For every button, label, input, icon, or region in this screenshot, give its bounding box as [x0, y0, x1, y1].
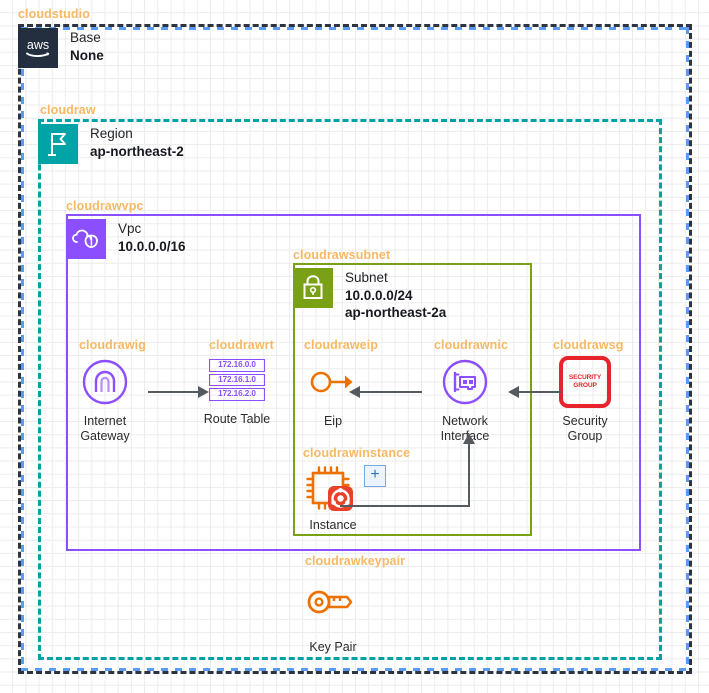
elastic-ip-caption: Eip [323, 414, 343, 428]
internet-gateway-icon [55, 356, 155, 408]
connector-igw-to-rt [148, 391, 200, 394]
header-vpc[interactable]: Vpc 10.0.0.0/16 [66, 219, 186, 259]
header-region[interactable]: Region ap-northeast-2 [38, 124, 184, 164]
node-label-cloudrawkeypair[interactable]: cloudrawkeypair [305, 554, 406, 568]
security-group-icon: SECURITY GROUP [535, 356, 635, 408]
vpc-value: 10.0.0.0/16 [118, 238, 186, 254]
add-instance-button[interactable]: + [364, 465, 386, 487]
connector-instance-to-nic-vertical [467, 443, 470, 507]
security-group-badge-line1: SECURITY [568, 373, 602, 381]
node-elastic-ip[interactable]: Eip [283, 356, 383, 429]
arrowhead-instance-to-nic [462, 433, 475, 444]
group-label-cloudraw[interactable]: cloudraw [40, 103, 96, 117]
group-label-cloudrawsubnet[interactable]: cloudrawsubnet [293, 248, 391, 262]
security-group-badge-line2: GROUP [573, 382, 597, 389]
route-entry: 172.16.2.0 [209, 388, 265, 402]
node-network-interface[interactable]: Network Interface [415, 356, 515, 444]
node-key-pair[interactable]: Key Pair [283, 576, 383, 655]
base-title: Base [70, 30, 101, 45]
group-box-cloudrawvpc[interactable] [66, 214, 641, 551]
elastic-ip-icon [283, 356, 383, 408]
region-title: Region [90, 126, 133, 141]
connector-instance-to-nic-horizontal [340, 505, 470, 508]
vpc-title: Vpc [118, 221, 142, 236]
subnet-title: Subnet [345, 270, 388, 285]
aws-logo-icon: aws [18, 28, 58, 68]
region-value: ap-northeast-2 [90, 143, 184, 159]
node-security-group[interactable]: SECURITY GROUP Security Group [535, 356, 635, 444]
group-box-cloudraw[interactable] [38, 119, 662, 660]
route-entry: 172.16.1.0 [209, 373, 265, 387]
region-flag-icon [38, 124, 78, 164]
header-subnet[interactable]: Subnet 10.0.0.0/24 ap-northeast-2a [293, 268, 446, 322]
internet-gateway-caption: Internet Gateway [80, 414, 130, 443]
vpc-cloud-icon [66, 219, 106, 259]
arrowhead-igw-to-rt [198, 386, 209, 399]
node-label-cloudraweip[interactable]: cloudraweip [304, 338, 379, 352]
group-label-cloudstudio[interactable]: cloudstudio [18, 7, 90, 21]
node-label-cloudrawsg[interactable]: cloudrawsg [553, 338, 624, 352]
group-box-cloudrawsubnet[interactable] [293, 263, 532, 536]
group-box-cloudstudio[interactable] [18, 24, 692, 674]
svg-text:aws: aws [27, 38, 49, 52]
node-label-cloudrawig[interactable]: cloudrawig [79, 338, 146, 352]
subnet-az: ap-northeast-2a [345, 305, 447, 321]
security-group-caption: Security Group [562, 414, 608, 443]
node-label-cloudrawinstance[interactable]: cloudrawinstance [303, 446, 411, 460]
arrowhead-nic-to-eip [349, 386, 360, 399]
node-label-cloudrawnic[interactable]: cloudrawnic [434, 338, 509, 352]
route-table-caption: Route Table [203, 412, 271, 426]
node-route-table[interactable]: 172.16.0.0 172.16.1.0 172.16.2.0 Route T… [187, 354, 287, 427]
arrowhead-sg-to-nic [508, 386, 519, 399]
connector-nic-to-eip [360, 391, 422, 394]
route-table-icon: 172.16.0.0 172.16.1.0 172.16.2.0 [187, 354, 287, 406]
group-label-cloudrawvpc[interactable]: cloudrawvpc [66, 199, 144, 213]
key-pair-caption: Key Pair [309, 640, 357, 654]
instance-caption: Instance [309, 518, 357, 532]
subnet-value: 10.0.0.0/24 [345, 287, 413, 303]
subnet-lock-icon [293, 268, 333, 308]
node-internet-gateway[interactable]: Internet Gateway [55, 356, 155, 444]
connector-sg-to-nic [519, 391, 561, 394]
base-value: None [70, 47, 104, 63]
route-entry: 172.16.0.0 [209, 358, 265, 372]
network-interface-icon [415, 356, 515, 408]
node-label-cloudrawrt[interactable]: cloudrawrt [209, 338, 274, 352]
key-pair-icon [283, 576, 383, 628]
header-base[interactable]: aws Base None [18, 28, 104, 68]
